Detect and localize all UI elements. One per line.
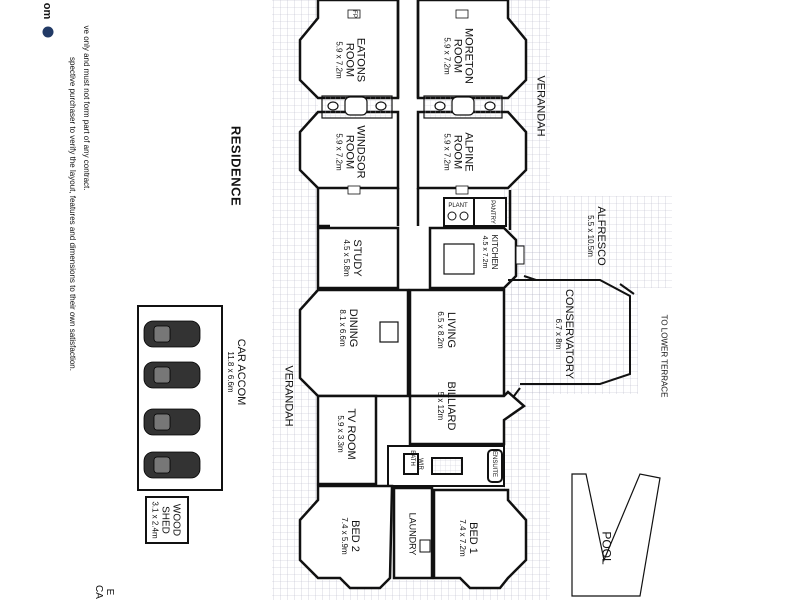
fireplace-label: FP	[351, 10, 357, 18]
logo-fragment: om	[41, 2, 53, 20]
lower-terrace-label: TO LOWER TERRACE	[659, 314, 669, 398]
middle-bathrooms	[387, 445, 505, 487]
dining-living	[298, 288, 506, 398]
plant-label: PLANT	[448, 203, 468, 209]
laundry-label: LAUNDRY	[407, 512, 418, 556]
ensuite-label: ENSUITE	[491, 450, 497, 478]
lower-bedrooms	[298, 484, 528, 590]
fireplace-markers	[347, 9, 469, 195]
bath-label: BATH	[409, 450, 415, 466]
alfresco-grid	[520, 196, 672, 288]
billiard-room	[408, 390, 527, 446]
upper-wings	[298, 0, 528, 190]
corner-fragment: E CA	[93, 585, 115, 599]
pool	[571, 473, 661, 597]
conservatory-outline	[508, 275, 635, 397]
upper-bathrooms	[321, 95, 503, 119]
verandah-top-label: VERANDAH	[534, 75, 547, 137]
logo-badge	[42, 26, 54, 38]
plant-pantry	[443, 197, 507, 227]
study-kitchen-block	[316, 226, 525, 290]
residence-label: RESIDENCE	[228, 125, 244, 207]
disclaimer-line-2: spective purchaser to verify the layout,…	[68, 57, 77, 371]
disclaimer-line-1: ve only and must not form part of any co…	[82, 25, 91, 191]
wood-shed	[145, 496, 189, 544]
verandah-left-label: VERANDAH	[282, 365, 295, 427]
car-icons	[143, 320, 201, 479]
tv-room	[316, 394, 378, 486]
corridor-walls	[316, 0, 512, 230]
pantry-label: PANTRY	[489, 200, 495, 224]
wir-label: WIR	[417, 458, 423, 470]
conservatory-grid	[510, 284, 638, 394]
pool-label: POOL	[599, 531, 614, 565]
